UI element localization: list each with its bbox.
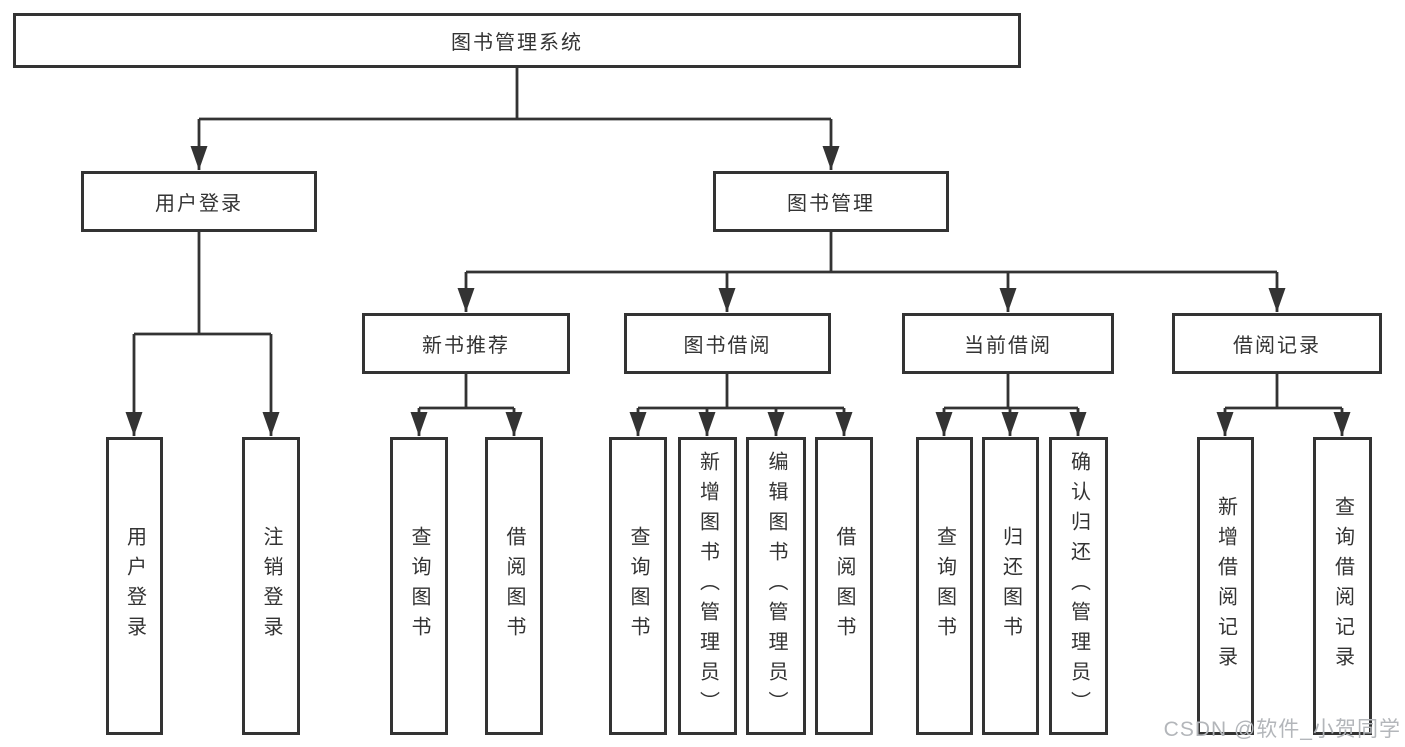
node-leaf-logout: 注销登录 [242, 437, 300, 735]
node-borrowing-records: 借阅记录 [1172, 313, 1382, 374]
node-leaf-borrow-books: 借阅图书 [815, 437, 873, 735]
node-new-book-recommendation: 新书推荐 [362, 313, 570, 374]
node-leaf-add-borrow-record: 新增借阅记录 [1197, 437, 1254, 735]
node-leaf-user-login: 用户登录 [106, 437, 163, 735]
node-leaf-query-books-recommend: 查询图书 [390, 437, 448, 735]
node-book-borrowing: 图书借阅 [624, 313, 831, 374]
node-book-management-branch: 图书管理 [713, 171, 949, 232]
node-leaf-query-borrow-record: 查询借阅记录 [1313, 437, 1372, 735]
node-user-login-branch: 用户登录 [81, 171, 317, 232]
node-leaf-query-books-current: 查询图书 [916, 437, 973, 735]
csdn-watermark: CSDN @软件_小贺同学 [1163, 718, 1401, 741]
node-leaf-return-books: 归还图书 [982, 437, 1039, 735]
node-leaf-add-books-admin: 新增图书（管理员） [678, 437, 737, 735]
node-leaf-query-books-borrowing: 查询图书 [609, 437, 667, 735]
node-root-library-management-system: 图书管理系统 [13, 13, 1021, 68]
node-leaf-borrow-books-recommend: 借阅图书 [485, 437, 543, 735]
node-leaf-confirm-return-admin: 确认归还（管理员） [1049, 437, 1108, 735]
node-leaf-edit-books-admin: 编辑图书（管理员） [746, 437, 806, 735]
node-current-borrowing: 当前借阅 [902, 313, 1114, 374]
